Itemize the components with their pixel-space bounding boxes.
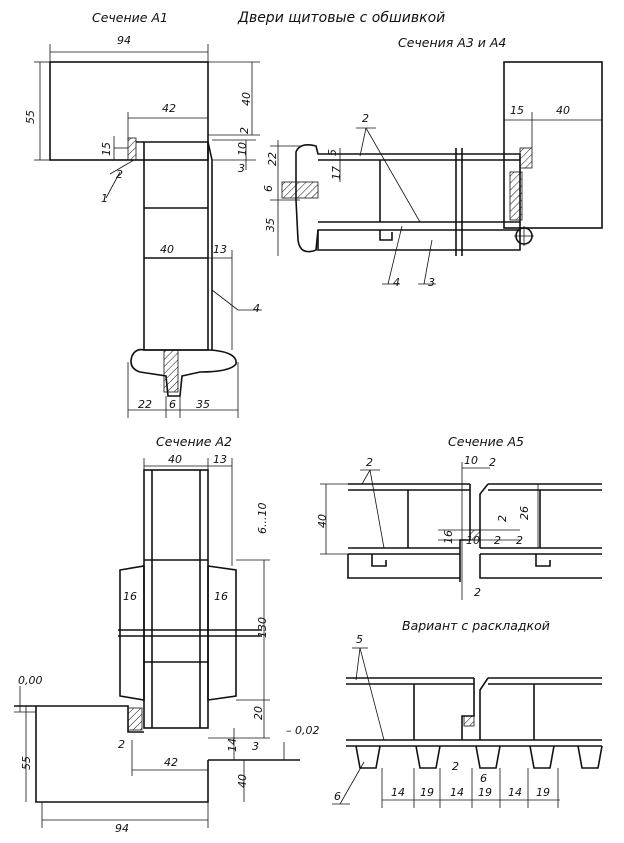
a2-level-minus: – 0,02 [286, 724, 320, 737]
variant-dim-19-c: 19 [536, 786, 550, 799]
a5-dim-2-right: 2 [516, 534, 523, 547]
variant-dim-14-c: 14 [508, 786, 522, 799]
a2-dim-40-floor: 40 [236, 774, 249, 788]
title-section-a2: Сечение А2 [156, 434, 232, 449]
a2-dim-130: 130 [256, 617, 269, 638]
a3-dim-22: 22 [266, 152, 279, 166]
a1-dim-22: 22 [138, 398, 152, 411]
a3-callout-3: 3 [428, 276, 435, 289]
a1-callout-2: 2 [116, 168, 123, 181]
a2-dim-3: 3 [252, 740, 259, 753]
variant-dim-2: 2 [452, 760, 459, 773]
a2-dim-14: 14 [226, 738, 239, 752]
a2-dim-2: 2 [118, 738, 125, 751]
a2-dim-13: 13 [213, 453, 227, 466]
a3-dim-40: 40 [556, 104, 570, 117]
a1-callout-4: 4 [253, 302, 260, 315]
section-a5-drawing [320, 462, 602, 600]
variant-callout-5: 5 [356, 633, 363, 646]
a3-callout-4: 4 [393, 276, 400, 289]
a1-dim-3: 3 [238, 162, 245, 175]
main-title: Двери щитовые с обшивкой [237, 10, 445, 26]
variant-drawing [332, 647, 603, 808]
variant-dim-19-a: 19 [420, 786, 434, 799]
title-section-a3a4: Сечения А3 и А4 [398, 35, 506, 50]
a1-dim-40-inner: 40 [160, 243, 174, 256]
a2-dim-55: 55 [20, 756, 33, 770]
a1-dim-42: 42 [162, 102, 176, 115]
a3-dim-5: 5 [326, 149, 339, 156]
a5-dim-2-bottom: 2 [474, 586, 481, 599]
a5-dim-26: 26 [518, 506, 531, 520]
a1-dim-6: 6 [169, 398, 176, 411]
a5-dim-2-top: 2 [489, 456, 496, 469]
a3-dim-35: 35 [264, 218, 277, 232]
a5-dim-2-lower: 2 [494, 534, 501, 547]
a1-dim-40-right: 40 [240, 92, 253, 106]
a2-dim-40: 40 [168, 453, 182, 466]
a1-dim-15: 15 [100, 142, 113, 156]
a1-dim-94: 94 [117, 34, 131, 47]
title-section-a1: Сечение А1 [92, 10, 168, 25]
a2-dim-94: 94 [115, 822, 129, 835]
a5-dim-40: 40 [316, 514, 329, 528]
a2-dim-16-left: 16 [123, 590, 137, 603]
variant-callout-6: 6 [334, 790, 341, 803]
variant-dim-14-b: 14 [450, 786, 464, 799]
section-a2-drawing [14, 458, 300, 828]
a3-dim-6: 6 [262, 185, 275, 192]
variant-dim-14-a: 14 [391, 786, 405, 799]
a1-dim-10: 10 [236, 142, 249, 156]
a1-callout-1: 1 [101, 192, 108, 205]
title-variant: Вариант с раскладкой [402, 618, 550, 633]
a5-dim-10: 10 [464, 454, 478, 467]
a3-dim-15: 15 [510, 104, 524, 117]
a5-dim-10-lower: 10 [466, 534, 480, 547]
a2-dim-20: 20 [252, 706, 265, 720]
a1-dim-35: 35 [196, 398, 210, 411]
a5-dim-16: 16 [442, 530, 455, 544]
a5-callout-2: 2 [366, 456, 373, 469]
a3-dim-17: 17 [330, 166, 343, 180]
a2-level-0: 0,00 [18, 674, 43, 687]
title-section-a5: Сечение А5 [448, 434, 524, 449]
a1-dim-55: 55 [24, 110, 37, 124]
variant-dim-6: 6 [480, 772, 487, 785]
a2-dim-6-10: 6...10 [256, 503, 269, 535]
a1-dim-13: 13 [213, 243, 227, 256]
a2-dim-16-right: 16 [214, 590, 228, 603]
section-a1-drawing [34, 44, 262, 418]
section-a3a4-drawing [270, 61, 603, 285]
a5-dim-2-mid: 2 [496, 515, 509, 522]
a2-dim-42: 42 [164, 756, 178, 769]
variant-dim-19-b: 19 [478, 786, 492, 799]
a1-dim-2: 2 [238, 127, 251, 134]
a3-callout-2: 2 [362, 112, 369, 125]
